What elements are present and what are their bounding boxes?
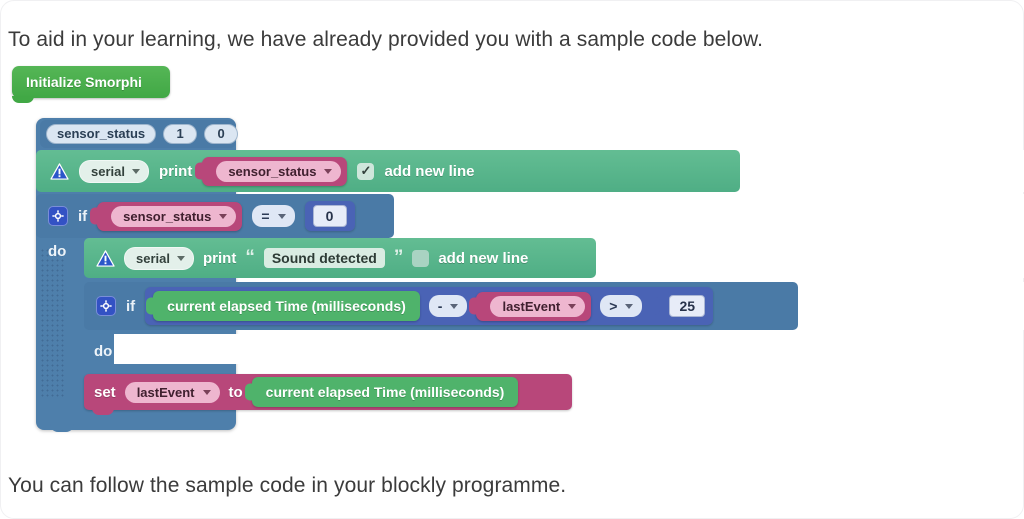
reporter-sensor-status-condition-inner[interactable]: sensor_status [111,205,237,227]
gear-icon[interactable] [48,206,68,226]
canvas-gap-4 [394,194,1024,238]
if-1-right-operand[interactable]: 0 [312,205,347,227]
number-socket-1[interactable]: 0 [304,201,355,231]
chevron-down-icon [176,255,185,261]
block-set-lastevent[interactable]: set lastEvent to current elapsed Time (m… [84,374,572,410]
reporter-sensor-status-condition[interactable]: sensor_status [97,201,243,231]
serial-print-action-2: print [202,249,237,267]
add-new-line-label-2: add new line [438,249,529,267]
gear-icon[interactable] [96,296,116,316]
comparison-expression-2[interactable]: current elapsed Time (milliseconds) - la… [145,287,714,325]
add-new-line-label-1: add new line [384,162,475,180]
sensor-status-value-1[interactable]: 1 [163,123,198,145]
reporter-sensor-status-print-inner[interactable]: sensor_status [216,160,342,182]
canvas-gap-3 [798,282,1024,330]
warning-triangle-icon[interactable] [50,162,69,180]
add-new-line-checkbox-2[interactable] [412,249,430,267]
initialize-smorphi-label: Initialize Smorphi [26,74,142,90]
subtract-operator-dropdown[interactable]: - [428,295,468,317]
do-empty-slot-2[interactable] [114,334,162,364]
block-if-2[interactable]: if current elapsed Time (milliseconds) -… [84,282,798,330]
comparison-operator-dropdown-1[interactable]: = [252,205,295,227]
set-variable-label: lastEvent [136,384,195,400]
do-label-1: do [48,243,67,260]
reporter-elapsed-time-value[interactable]: current elapsed Time (milliseconds) [251,377,519,407]
chevron-down-icon [568,303,577,309]
outro-paragraph: You can follow the sample code in your b… [8,474,567,497]
canvas-gap-5 [150,334,910,364]
set-keyword: set [94,383,116,401]
init-block-notch [12,96,34,103]
block-if-1[interactable]: if sensor_status = 0 [36,194,394,238]
set-block-notch [92,408,114,415]
number-socket-plug [651,297,661,315]
comparison-operator-dropdown-2[interactable]: > [600,295,643,317]
intro-paragraph: To aid in your learning, we have already… [8,28,764,51]
serial-port-label-2: serial [136,250,170,266]
quote-open-icon: “ [245,247,255,269]
do-label-2: do [94,343,113,360]
block-initialize-smorphi[interactable]: Initialize Smorphi [12,66,170,98]
comparison-operator-label-2: > [609,298,618,314]
sensor-status-value-2[interactable]: 0 [204,123,239,145]
chevron-down-icon [324,168,333,174]
serial-port-dropdown-1[interactable]: serial [79,159,149,183]
reporter-elapsed-time-condition[interactable]: current elapsed Time (milliseconds) [153,291,420,321]
reporter-lastevent-condition-inner[interactable]: lastEvent [490,295,586,317]
subtract-operator-label: - [437,298,443,314]
reporter-lastevent-condition-label: lastEvent [502,298,561,314]
chevron-down-icon [202,389,211,395]
serial-print-action-1: print [158,162,193,180]
block-serial-print-1[interactable]: serial print sensor_status ✓ add new lin… [36,150,740,192]
reporter-sensor-status-print[interactable]: sensor_status [202,156,348,186]
reporter-lastevent-condition[interactable]: lastEvent [476,291,592,321]
serial-port-label-1: serial [91,163,125,179]
chevron-down-icon [219,213,228,219]
quote-close-icon: ” [393,247,404,269]
sound-detected-text-field[interactable]: Sound detected [263,248,385,268]
sensor-status-variable-field[interactable]: sensor_status [46,123,157,145]
set-variable-dropdown[interactable]: lastEvent [124,381,220,403]
add-new-line-checkbox-1[interactable]: ✓ [357,162,375,180]
reporter-sensor-status-print-label: sensor_status [228,163,317,179]
if-keyword-2: if [126,297,136,315]
warning-triangle-icon[interactable] [96,249,115,267]
block-sensor-status-declaration[interactable]: sensor_status 1 0 [40,120,239,148]
block-serial-print-2[interactable]: serial print “ Sound detected ” add new … [84,238,596,278]
set-to-label: to [228,383,243,401]
stack-texture [40,248,66,398]
chevron-down-icon [277,213,286,219]
if-2-right-operand[interactable]: 25 [669,295,706,317]
comparison-operator-label-1: = [261,208,270,224]
outer-stack-notch [50,424,74,432]
reporter-sensor-status-condition-label: sensor_status [123,208,212,224]
canvas-gap-2 [596,238,1024,278]
if-keyword-1: if [78,207,88,225]
canvas-gap-1 [740,150,1024,192]
chevron-down-icon [450,303,459,309]
chevron-down-icon [131,168,140,174]
chevron-down-icon [625,303,634,309]
serial-port-dropdown-2[interactable]: serial [124,246,194,270]
